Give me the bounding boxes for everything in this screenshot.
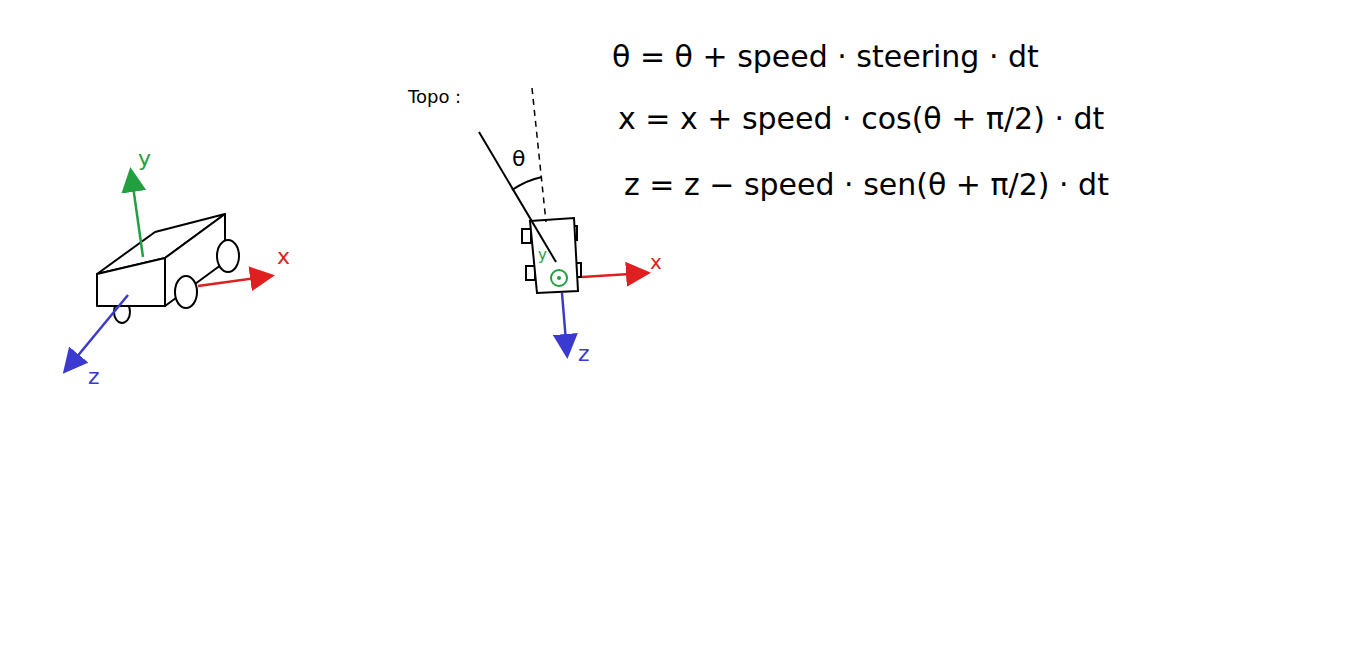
axis-label: z: [578, 343, 590, 365]
x-axis: [198, 276, 270, 286]
z-axis-top: [562, 293, 567, 354]
axis-label: z: [88, 366, 100, 388]
y-axis-out: [551, 270, 567, 286]
heading-line: [479, 132, 556, 262]
axis-label: x: [650, 252, 662, 272]
axis-label: x: [277, 246, 290, 268]
view-title: Topo :: [408, 88, 461, 106]
axis-label: y: [538, 248, 547, 263]
equation: x = x + speed · cos(θ + π/2) · dt: [618, 104, 1104, 134]
equation: z = z − speed · sen(θ + π/2) · dt: [624, 170, 1109, 200]
y-axis-dot: [557, 276, 561, 280]
angle-arc: [512, 177, 542, 190]
axis-label: y: [138, 148, 151, 170]
equation: θ = θ + speed · steering · dt: [612, 42, 1039, 72]
y-axis: [131, 172, 143, 257]
x-axis-top: [582, 273, 646, 277]
z-axis: [66, 295, 128, 370]
angle-label: θ: [512, 148, 525, 170]
reference-line: [532, 88, 546, 222]
